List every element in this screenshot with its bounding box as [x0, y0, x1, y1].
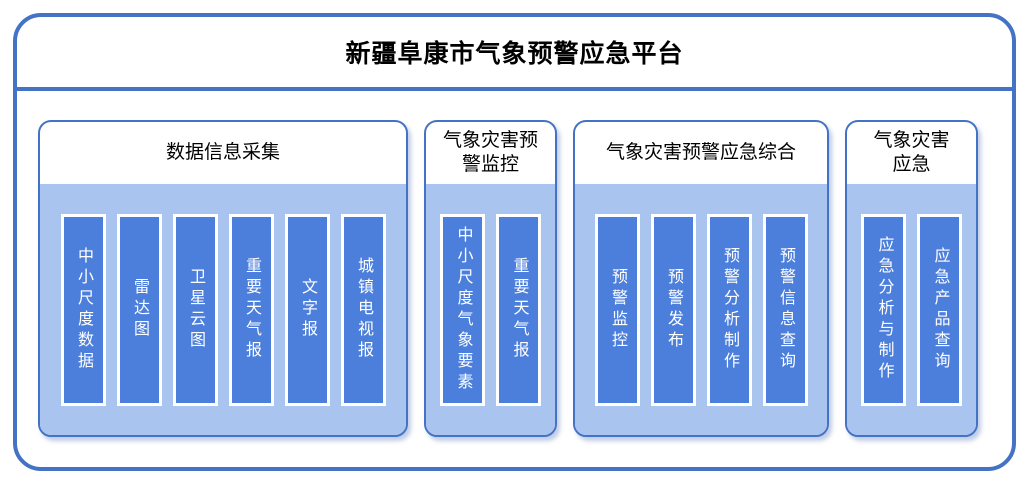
platform-diagram-frame: 新疆阜康市气象预警应急平台 数据信息采集中小尺度数据雷达图卫星云图重要天气报文字…	[13, 13, 1016, 471]
panel-item: 应急分析与制作	[861, 213, 906, 406]
panel-item: 预警监控	[594, 213, 640, 406]
diagram-title: 新疆阜康市气象预警应急平台	[17, 17, 1012, 91]
panel-body: 预警监控预警发布预警分析制作预警信息查询	[575, 184, 827, 435]
panel-1: 数据信息采集中小尺度数据雷达图卫星云图重要天气报文字报城镇电视报	[38, 120, 408, 437]
panel-header: 气象灾害预警应急综合	[605, 142, 796, 164]
panel-2: 气象灾害预 警监控中小尺度气象要素重要天气报	[424, 120, 557, 437]
panel-item: 雷达图	[116, 213, 162, 406]
panel-item: 重要天气报	[496, 213, 541, 406]
panel-item: 中小尺度数据	[60, 213, 106, 406]
panel-header: 气象灾害预 警监控	[442, 130, 538, 175]
panel-item: 卫星云图	[172, 213, 218, 406]
panel-body: 应急分析与制作应急产品查询	[847, 184, 976, 435]
panel-item: 预警信息查询	[762, 213, 808, 406]
panel-3: 气象灾害预警应急综合预警监控预警发布预警分析制作预警信息查询	[573, 120, 829, 437]
panel-item: 重要天气报	[228, 213, 274, 406]
panel-item: 预警发布	[650, 213, 696, 406]
panel-item: 中小尺度气象要素	[440, 213, 485, 406]
panel-item: 城镇电视报	[340, 213, 386, 406]
panel-item: 文字报	[284, 213, 330, 406]
panel-body: 中小尺度气象要素重要天气报	[426, 184, 555, 435]
panels-row: 数据信息采集中小尺度数据雷达图卫星云图重要天气报文字报城镇电视报气象灾害预 警监…	[17, 91, 1012, 437]
panel-header: 数据信息采集	[165, 142, 280, 164]
panel-header: 气象灾害 应急	[873, 130, 950, 175]
panel-item: 应急产品查询	[917, 213, 962, 406]
panel-item: 预警分析制作	[706, 213, 752, 406]
panel-body: 中小尺度数据雷达图卫星云图重要天气报文字报城镇电视报	[40, 184, 406, 435]
panel-4: 气象灾害 应急应急分析与制作应急产品查询	[845, 120, 978, 437]
